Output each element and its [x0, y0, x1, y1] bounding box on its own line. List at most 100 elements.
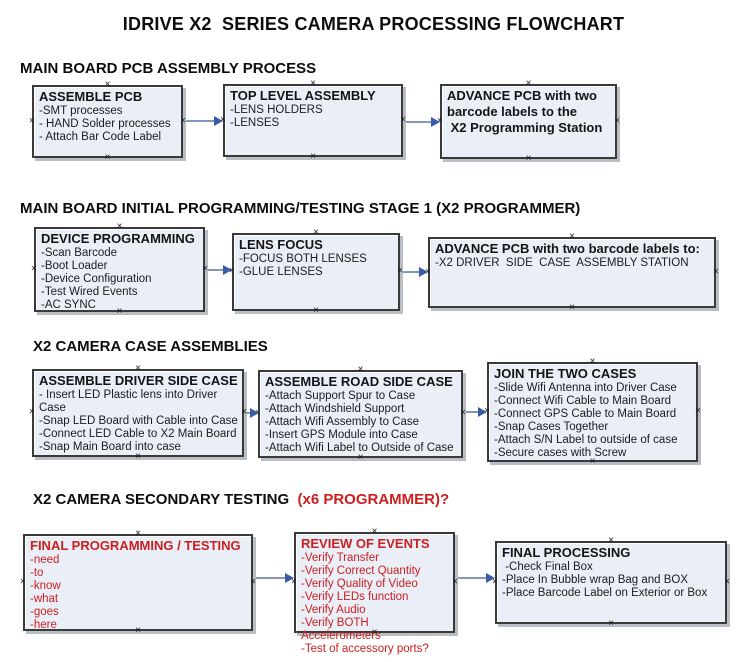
box-items: -SMT processes- HAND Solder processes- A…	[39, 105, 177, 144]
glue-point-icon: ×	[713, 266, 719, 277]
box-item: -Verify BOTH Accelerometers	[301, 617, 381, 642]
box-item: -Verify Quality of Video	[301, 578, 418, 590]
flow-box-join-the-two-cases: JOIN THE TWO CASES -Slide Wifi Antenna i…	[484, 357, 701, 467]
box-item: -here	[30, 619, 57, 631]
box-item: -Test of accessory ports?	[301, 643, 429, 655]
box-item: -Snap Main Board into case	[39, 441, 181, 453]
box-item: -Verify Transfer	[301, 552, 379, 564]
box-item: -Place In Bubble wrap Bag and BOX	[502, 574, 689, 586]
box-item: -SMT processes	[39, 105, 123, 117]
box-title: JOIN THE TWO CASES	[494, 366, 637, 381]
box-items: -Scan Barcode-Boot Loader-Device Configu…	[41, 247, 199, 312]
box-item: -Boot Loader	[41, 260, 108, 272]
box-item: -Scan Barcode	[41, 247, 118, 259]
box-item: -Check Final Box	[502, 561, 593, 573]
glue-point-icon: ×	[104, 152, 111, 163]
glue-point-icon: ×	[310, 151, 316, 162]
box-item: -Attach S/N Label to outside of case	[494, 434, 678, 446]
flow-box-assemble-driver-side-case: ASSEMBLE DRIVER SIDE CASE - Insert LED P…	[29, 364, 247, 462]
section-heading-text: X2 CAMERA CASE ASSEMBLIES	[33, 338, 268, 355]
glue-point-icon: ×	[29, 406, 35, 418]
box-title: ADVANCE PCB with two barcode labels to t…	[447, 88, 603, 135]
box-item: -Attach Support Spur to Case	[265, 390, 416, 402]
glue-point-icon: ×	[724, 576, 730, 587]
box-title: FINAL PROGRAMMING / TESTING	[30, 538, 241, 553]
box-item: - Insert LED Plastic lens into Driver Ca…	[39, 389, 221, 414]
box-item: -Verify Audio	[301, 604, 366, 616]
box-item: -to	[30, 567, 44, 579]
box-title: ASSEMBLE DRIVER SIDE CASE	[39, 373, 238, 388]
box-items: -Attach Support Spur to Case-Attach Wind…	[265, 390, 457, 455]
flow-box-final-processing: FINAL PROCESSING -Check Final Box-Place …	[492, 536, 730, 629]
box-item: -GLUE LENSES	[239, 266, 323, 278]
page-title: IDRIVE X2 SERIES CAMERA PROCESSING FLOWC…	[122, 14, 625, 34]
connector-arrow	[208, 265, 232, 275]
box-item: -Connect GPS Cable to Main Board	[494, 408, 677, 420]
arrow-head-icon	[478, 407, 487, 417]
box-item: -Attach Wifi Assembly to Case	[265, 416, 420, 428]
box-item: -Snap LED Board with Cable into Case	[39, 415, 238, 427]
glue-point-icon: ×	[460, 407, 466, 419]
box-title: TOP LEVEL ASSEMBLY	[230, 88, 376, 103]
box-item: -X2 DRIVER SIDE CASE ASSEMBLY STATION	[435, 257, 689, 269]
arrow-head-icon	[419, 267, 428, 277]
glue-point-icon: ×	[313, 305, 319, 316]
arrow-head-icon	[486, 573, 495, 583]
box-item: -Attach Wifi Label to Outside of Case	[265, 442, 454, 454]
glue-point-icon: ×	[569, 302, 575, 313]
arrow-head-icon	[250, 408, 259, 418]
box-item: -Place Barcode Label on Exterior or Box	[502, 587, 708, 599]
arrow-head-icon	[214, 116, 223, 126]
box-item: -LENSES	[230, 117, 280, 129]
glue-point-icon: ×	[20, 576, 26, 587]
connector-arrow	[458, 573, 495, 583]
box-title: ASSEMBLE PCB	[39, 89, 143, 104]
flow-box-assemble-pcb: ASSEMBLE PCB -SMT processes- HAND Solder…	[29, 80, 186, 163]
box-item: -AC SYNC	[41, 299, 96, 311]
arrow-head-icon	[431, 117, 440, 127]
box-item: -goes	[30, 606, 59, 618]
section-heading-pcb-assembly: MAIN BOARD PCB ASSEMBLY PROCESS	[20, 60, 316, 77]
box-item: -Slide Wifi Antenna into Driver Case	[494, 382, 677, 394]
flow-box-device-programming: DEVICE PROGRAMMING -Scan Barcode-Boot Lo…	[31, 222, 208, 317]
flow-box-lens-focus: LENS FOCUS -FOCUS BOTH LENSES-GLUE LENSE…	[229, 228, 403, 316]
section-heading-initial-programming: MAIN BOARD INITIAL PROGRAMMING/TESTING S…	[20, 200, 580, 217]
glue-point-icon: ×	[525, 153, 532, 164]
box-items: -need-to-know-what-goes-here	[30, 554, 247, 632]
box-items: -Slide Wifi Antenna into Driver Case-Con…	[494, 382, 692, 460]
box-item: -Device Configuration	[41, 273, 152, 285]
section-heading-case-assemblies: X2 CAMERA CASE ASSEMBLIES	[33, 338, 268, 355]
section-heading-secondary-testing: X2 CAMERA SECONDARY TESTING (x6 PROGRAMM…	[33, 491, 449, 508]
box-item: - HAND Solder processes	[39, 118, 171, 130]
box-title: ASSEMBLE ROAD SIDE CASE	[265, 374, 453, 389]
box-item: - Attach Bar Code Label	[39, 131, 162, 143]
box-item: -know	[30, 580, 61, 592]
box-items: -Verify Transfer-Verify Correct Quantity…	[301, 552, 449, 656]
glue-point-icon: ×	[400, 114, 406, 125]
box-items: - Insert LED Plastic lens into Driver Ca…	[39, 389, 238, 454]
box-item: -what	[30, 593, 59, 605]
box-title: REVIEW OF EVENTS	[301, 536, 430, 551]
box-item: -Attach Windshield Support	[265, 403, 405, 415]
connector-arrow	[403, 267, 428, 277]
connector-arrow	[246, 408, 259, 418]
flow-box-top-level-assembly: TOP LEVEL ASSEMBLY -LENS HOLDERS-LENSES …	[220, 79, 406, 162]
box-item: -LENS HOLDERS	[230, 104, 323, 116]
box-items: -FOCUS BOTH LENSES-GLUE LENSES	[239, 253, 394, 279]
box-item: -Connect Wifi Cable to Main Board	[494, 395, 672, 407]
section-heading-text: MAIN BOARD PCB ASSEMBLY PROCESS	[20, 60, 317, 77]
section-heading-red-text: (x6 PROGRAMMER)?	[297, 491, 450, 508]
flow-box-final-programming-testing: FINAL PROGRAMMING / TESTING -need-to-kno…	[20, 529, 256, 636]
box-item: -Verify Correct Quantity	[301, 565, 421, 577]
glue-point-icon: ×	[29, 115, 35, 126]
box-item: -Connect LED Cable to X2 Main Board	[39, 428, 237, 440]
connector-arrow	[466, 407, 487, 417]
box-item: -Insert GPS Module into Case	[265, 429, 418, 441]
box-items: -X2 DRIVER SIDE CASE ASSEMBLY STATION	[435, 257, 710, 270]
flow-box-assemble-road-side-case: ASSEMBLE ROAD SIDE CASE -Attach Support …	[255, 365, 466, 463]
glue-point-icon: ×	[614, 115, 620, 126]
box-item: -Verify LEDs function	[301, 591, 409, 603]
box-item: -Secure cases with Screw	[494, 447, 627, 459]
connector-arrow	[256, 573, 294, 583]
glue-point-icon: ×	[31, 263, 37, 274]
